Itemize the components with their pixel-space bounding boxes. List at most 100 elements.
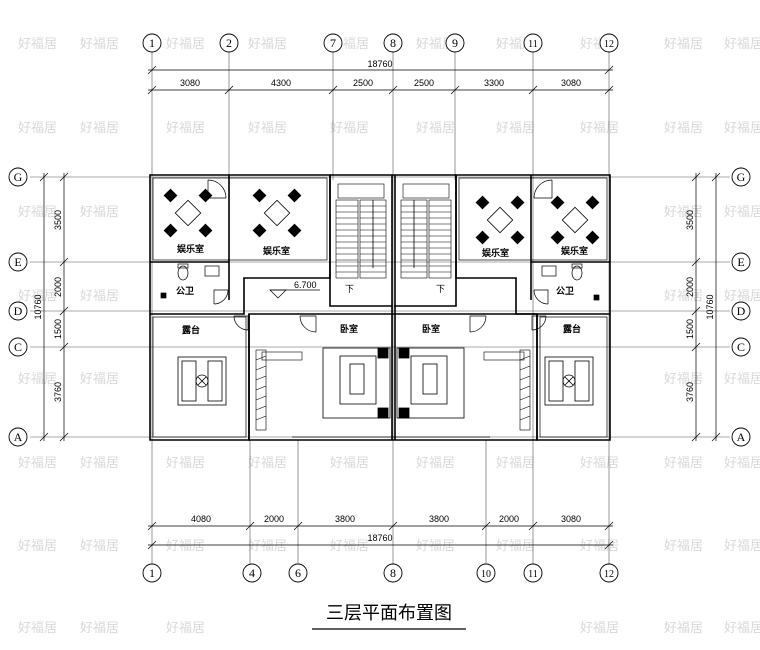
bed-mattress [339,355,377,405]
watermark: 好福居 [18,289,57,304]
axis-bubble [445,33,465,53]
stair-wall-left [329,175,392,307]
right-total-dimension: 10760 [705,294,715,319]
floor-drain-icon [593,294,600,301]
axis-label-9-top: 9 [452,36,458,50]
lounge-chair [207,360,223,402]
round-table [562,374,576,388]
tick [147,521,157,531]
watermark: 好福居 [248,456,287,471]
stair-flight [428,199,452,279]
top-dim-4: 2500 [414,78,434,88]
watermark: 好福居 [664,621,703,636]
axis-grid-lines [30,52,730,565]
axis-label-D-right: D [737,304,746,318]
axis-label-11-top: 11 [528,39,538,50]
axis-bubble [8,167,28,187]
watermark: 好福居 [664,539,703,554]
door-swing [207,179,227,199]
axis-bubble [599,33,619,53]
bottom-dimensions [147,521,614,550]
axis-label-12-top: 12 [604,39,614,50]
bathroom-fixtures-left [160,263,220,299]
stair-down-label-right: 下 [436,284,445,294]
tick [604,65,614,75]
tick [224,85,234,95]
watermark: 好福居 [248,121,287,136]
stair-down-label-left: 下 [345,284,354,294]
axis-label-1-top: 1 [149,36,155,50]
watermark: 好福居 [80,621,119,636]
tick [481,521,491,531]
watermark: 好福居 [330,539,369,554]
tick [691,172,701,182]
elevation-triangle-icon [269,289,287,299]
left-dim-1: 3500 [53,210,63,230]
lounge-chair [181,360,197,402]
table-top [486,206,514,234]
tick [388,521,398,531]
axis-bubble [219,33,239,53]
tick [691,342,701,352]
watermark: 好福居 [166,621,205,636]
axis-label-D-left: D [14,304,23,318]
axis-bubble [323,33,343,53]
toilet-tank [177,263,189,269]
tick [147,65,157,75]
drawing-title: 三层平面布置图 [326,603,452,624]
watermark-layer: 好福居 好福居 好福居 好福居 好福居 好福居 好福居 好福居 好福居 好福居 … [18,37,760,636]
stair-flight [335,199,359,279]
room-label-bedroom: 卧室 [340,323,358,335]
sink-icon [541,265,557,277]
watermark: 好福居 [724,121,760,136]
axis-label-12-bottom: 12 [604,569,614,580]
axis-label-1-bottom: 1 [149,566,155,580]
axis-bubble [731,167,751,187]
axis-label-10-bottom: 10 [481,569,491,580]
room-label-entertainment: 娱乐室 [482,247,509,259]
watermark: 好福居 [18,539,57,554]
inner-wall-line [152,177,328,261]
chair [550,195,565,210]
tick [711,432,721,442]
axis-label-A-right: A [737,430,746,444]
elevation-value: 6.700 [294,280,317,290]
bottom-total-dimension: 18760 [367,533,392,543]
tick [39,432,49,442]
watermark: 好福居 [416,37,455,52]
top-dim-3: 2500 [353,78,373,88]
watermark-row-6: 好福居 好福居 好福居 好福居 好福居 好福居 好福居 好福居 好福居 好福居 [18,456,760,471]
chair [510,195,525,210]
hanger [519,405,531,411]
mahjong-table-icon [163,188,213,238]
side-axis-bubbles [8,167,751,447]
table-top [263,199,291,227]
mahjong-table-icon [475,195,525,245]
top-dim-6: 3080 [561,78,581,88]
door-swing [469,315,487,333]
chair [252,188,267,203]
axis-bubble [383,563,403,583]
round-table [195,374,209,388]
watermark: 好福居 [80,289,119,304]
watermark: 好福居 [496,121,535,136]
tick [59,306,69,316]
table-top [561,206,589,234]
watermark: 好福居 [724,205,760,220]
axis-bubble [8,337,28,357]
watermark: 好福居 [416,456,455,471]
watermark: 好福居 [330,456,369,471]
doors [207,179,553,333]
top-dim-2: 4300 [271,78,291,88]
watermark: 好福居 [580,621,619,636]
tick [388,85,398,95]
hanger [519,415,531,421]
left-dim-3: 1500 [53,319,63,339]
nightstand [377,347,389,359]
door-swing [299,315,317,333]
right-dim-2: 2000 [685,277,695,297]
watermark: 好福居 [248,539,287,554]
axis-label-E-left: E [14,255,21,269]
axis-label-G-right: G [737,170,746,184]
tick [59,432,69,442]
